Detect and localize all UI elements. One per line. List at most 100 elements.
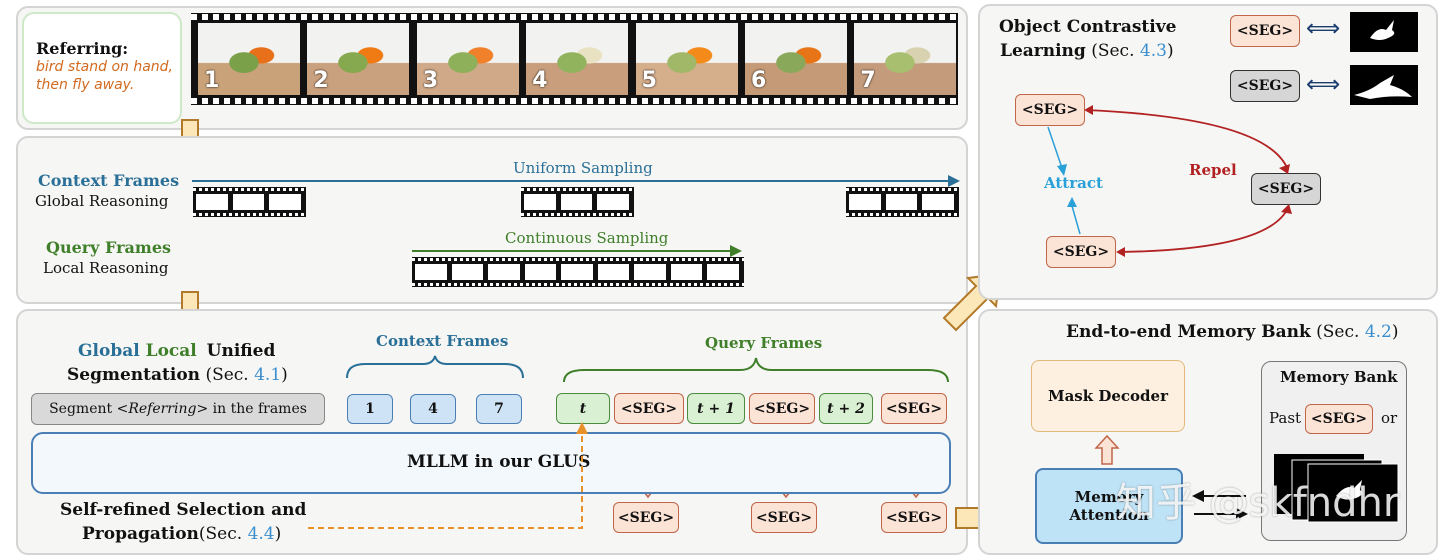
mask-decoder-label: Mask Decoder bbox=[1047, 387, 1168, 405]
strip-cell bbox=[559, 193, 593, 211]
output-seg-token: <SEG> bbox=[613, 502, 679, 533]
query-strip bbox=[412, 257, 744, 287]
context-frame-token: 1 bbox=[347, 394, 393, 424]
memory-sec-prefix: (Sec. bbox=[1316, 322, 1365, 342]
seg-positive: <SEG> bbox=[1046, 236, 1116, 268]
output-seg-token: <SEG> bbox=[751, 502, 817, 533]
sec-link-4-4: 4.4 bbox=[247, 524, 275, 544]
strip-cell bbox=[596, 193, 630, 211]
query-seg-token: <SEG> bbox=[749, 393, 815, 424]
bank-attention-arrows bbox=[1192, 490, 1248, 520]
attention-to-decoder-arrow bbox=[1094, 434, 1120, 465]
strip-cell bbox=[596, 263, 630, 281]
frame-number: 1 bbox=[204, 68, 220, 93]
legend-seg-token-2: <SEG> bbox=[1230, 70, 1300, 102]
legend-double-arrow-1: ⟺ bbox=[1306, 14, 1341, 42]
learning-word: Learning bbox=[1000, 41, 1086, 61]
hand-mask-thumbnail bbox=[1350, 65, 1418, 105]
query-brace bbox=[563, 357, 949, 383]
past-label: Past bbox=[1269, 409, 1302, 427]
query-frame-token: t + 2 bbox=[819, 393, 873, 424]
unified-word: Unified bbox=[206, 341, 276, 361]
self-refined-line1: Self-refined Selection and bbox=[60, 500, 307, 520]
mllm-label: MLLM in our GLUS bbox=[407, 452, 591, 472]
video-frame: 4 bbox=[525, 22, 630, 96]
sec-prefix: (Sec. bbox=[205, 365, 249, 385]
strip-cell bbox=[231, 193, 265, 211]
strip-cell bbox=[706, 263, 740, 281]
query-frame-token: t + 1 bbox=[687, 393, 745, 424]
watermark: 知乎 @skfndhr bbox=[1116, 480, 1400, 526]
referring-label: Referring: bbox=[36, 39, 129, 58]
memory-mask-stack bbox=[1274, 454, 1399, 523]
memory-attention-line2: Attention bbox=[1069, 506, 1149, 524]
mllm-box bbox=[31, 432, 951, 494]
continuous-sampling-label: Continuous Sampling bbox=[505, 229, 669, 247]
memory-bank-title: Memory Bank bbox=[1280, 368, 1398, 386]
video-frame: 6 bbox=[744, 22, 848, 96]
contrastive-title-line2: Learning (Sec. 4.3) bbox=[1000, 41, 1174, 61]
referring-box bbox=[22, 12, 182, 124]
legend-double-arrow-2: ⟺ bbox=[1306, 70, 1341, 98]
strip-cell bbox=[523, 193, 557, 211]
strip-cell bbox=[450, 263, 484, 281]
query-frame-token: t bbox=[556, 393, 610, 424]
segmentation-word: Segmentation bbox=[67, 365, 201, 385]
or-label: or bbox=[1381, 409, 1398, 427]
video-frame: 5 bbox=[634, 22, 739, 96]
strip-cell bbox=[560, 263, 594, 281]
prompt-ref: Referring bbox=[128, 401, 197, 417]
strip-cell bbox=[848, 193, 882, 211]
contrastive-relations bbox=[1047, 105, 1292, 257]
output-seg-token: <SEG> bbox=[881, 502, 947, 533]
self-refined-line2: Propagation(Sec. 4.4) bbox=[82, 524, 281, 544]
unified-title-line1: Global Local Unified bbox=[78, 341, 275, 361]
strip-cell bbox=[633, 263, 667, 281]
memory-attention-line1: Memory bbox=[1074, 488, 1144, 506]
self-refine-connector bbox=[308, 422, 588, 529]
uniform-sampling-label: Uniform Sampling bbox=[513, 159, 653, 177]
bird-mask-thumbnail bbox=[1350, 12, 1418, 52]
unified-title-line2: Segmentation (Sec. 4.1) bbox=[67, 365, 288, 385]
frame-number: 3 bbox=[422, 68, 439, 93]
global-reasoning-label: Global Reasoning bbox=[35, 192, 169, 210]
context-frame-token: 4 bbox=[410, 394, 456, 424]
contrastive-sec-prefix: (Sec. bbox=[1091, 41, 1140, 61]
frame-number: 2 bbox=[313, 68, 329, 93]
context-frame-token: 7 bbox=[476, 394, 522, 424]
mask-decoder-box: Mask Decoder bbox=[1031, 360, 1185, 432]
context-strip-end bbox=[846, 187, 959, 217]
context-strip-start bbox=[193, 187, 306, 217]
segment-prompt-box: Segment <Referring> in the frames bbox=[31, 393, 325, 425]
seg-negative: <SEG> bbox=[1251, 173, 1321, 205]
strip-cell bbox=[414, 263, 448, 281]
continuous-sampling-arrow bbox=[412, 245, 742, 257]
strip-cell bbox=[268, 193, 302, 211]
strip-cell bbox=[487, 263, 521, 281]
frame-number: 5 bbox=[641, 68, 657, 93]
attract-label: Attract bbox=[1044, 174, 1103, 192]
contrastive-title-line1: Object Contrastive bbox=[999, 17, 1177, 37]
strip-cell bbox=[921, 193, 955, 211]
memory-title-text: End-to-end Memory Bank bbox=[1066, 322, 1311, 342]
context-frames-label: Context Frames bbox=[376, 332, 509, 350]
prompt-pre: Segment < bbox=[49, 401, 129, 417]
memory-seg-token: <SEG> bbox=[1305, 404, 1373, 434]
contrastive-sec-suffix: ) bbox=[1166, 41, 1174, 61]
propagation-word: Propagation bbox=[82, 524, 199, 544]
seg-anchor: <SEG> bbox=[1015, 94, 1085, 126]
local-reasoning-label: Local Reasoning bbox=[43, 259, 169, 277]
referring-text-line2: then fly away. bbox=[36, 77, 135, 93]
video-frame: 2 bbox=[306, 22, 411, 96]
query-frames-title: Query Frames bbox=[46, 238, 172, 257]
frame-number: 7 bbox=[860, 68, 876, 93]
context-frames-title: Context Frames bbox=[38, 171, 180, 190]
strip-cell bbox=[884, 193, 918, 211]
local-word: Local bbox=[145, 341, 197, 361]
referring-text-line1: bird stand on hand, bbox=[36, 59, 173, 75]
query-seg-token: <SEG> bbox=[881, 393, 947, 424]
memory-sec-suffix: ) bbox=[1391, 322, 1399, 342]
prompt-post: > in the frames bbox=[196, 401, 307, 417]
sec-link-4-2: 4.2 bbox=[1364, 322, 1392, 342]
